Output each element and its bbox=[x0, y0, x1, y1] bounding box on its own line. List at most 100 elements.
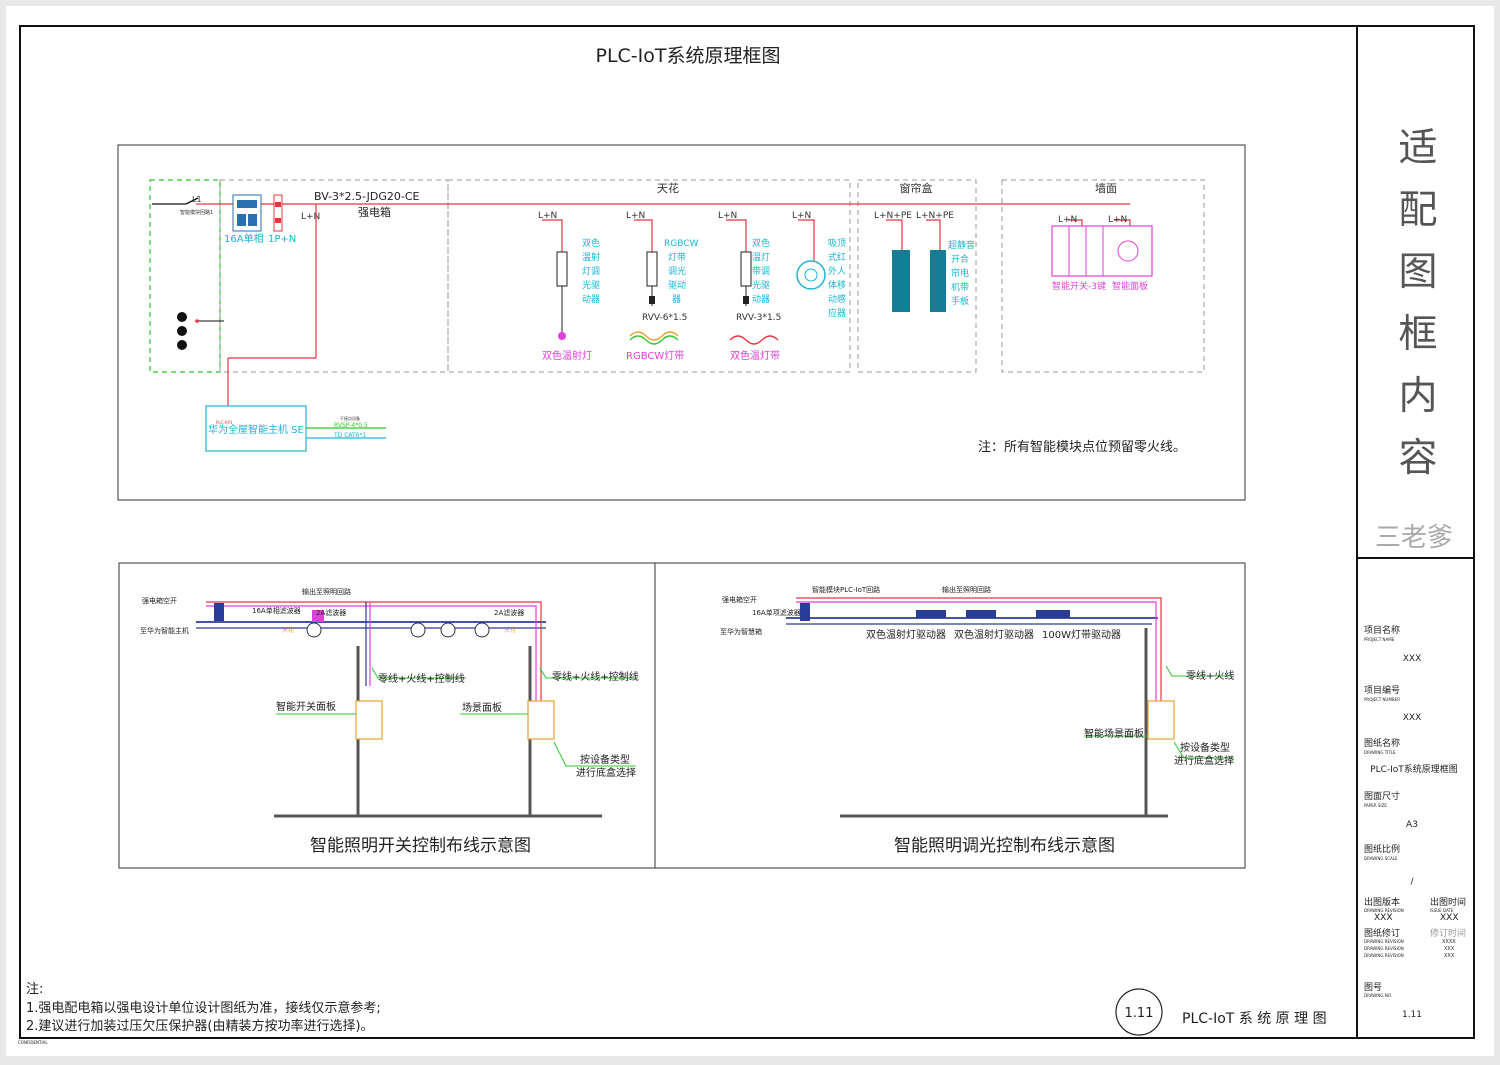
zone-ceiling bbox=[447, 179, 851, 373]
breaker-zone bbox=[149, 179, 221, 373]
diagram-label: 双色温射灯驱动器 bbox=[866, 628, 946, 641]
diagram-label: 天花 bbox=[657, 182, 679, 195]
diagram-label: RVSP-4*0.5 bbox=[334, 422, 368, 429]
diagram-label: 式红 bbox=[828, 251, 846, 263]
diagram-label: 零线+火线+控制线 bbox=[552, 670, 639, 683]
diagram-label: 场景面板 bbox=[462, 701, 502, 714]
diagram-label: DRAWING REVISION bbox=[1364, 908, 1404, 913]
diagram-label: 应器 bbox=[828, 307, 846, 319]
title-block-big-text: 适 配 图 框 内 容 bbox=[1398, 126, 1437, 481]
diagram-label: 配 bbox=[1398, 188, 1437, 233]
top-note: 注：所有智能模块点位预留零火线。 bbox=[978, 440, 1186, 455]
wiring-panels-box bbox=[118, 562, 1246, 869]
diagram-label: 外人 bbox=[828, 265, 846, 277]
diagram-label: XXX bbox=[1403, 654, 1422, 664]
zone-curtain bbox=[857, 179, 977, 373]
diagram-label: RGBCW bbox=[664, 239, 699, 249]
diagram-label: 温灯 bbox=[752, 252, 770, 263]
footer-title: PLC-IoT 系 统 原 理 图 bbox=[1182, 1011, 1327, 1027]
diagram-label: PROJECT NAME bbox=[1364, 637, 1395, 642]
drawing-number-badge bbox=[1115, 988, 1163, 1036]
diagram-label: 1P+N bbox=[268, 234, 296, 245]
diagram-label: PLC-IoT系统原理框图 bbox=[1370, 763, 1458, 775]
diagram-label: 适 bbox=[1398, 126, 1437, 171]
diagram-label: XXX bbox=[1444, 953, 1455, 959]
diagram-label: 智能模块PLC-IoT回路 bbox=[812, 585, 880, 594]
diagram-label: 2A滤波器 bbox=[316, 608, 346, 617]
diagram-label: 光驱 bbox=[582, 279, 600, 291]
zone-wall bbox=[1001, 179, 1205, 373]
diagram-label: 双色 bbox=[752, 237, 770, 249]
diagram-label: L+N bbox=[626, 211, 645, 221]
diagram-label: 动器 bbox=[752, 294, 770, 305]
diagram-label: XXX bbox=[1403, 713, 1422, 723]
diagram-label: A3 bbox=[1406, 820, 1418, 830]
diagram-label: DRAWING NO. bbox=[1364, 993, 1392, 998]
diagram-label: 16A单相 bbox=[224, 232, 264, 245]
diagram-label: 内 bbox=[1398, 374, 1437, 419]
diagram-label: DRAWING SCALE bbox=[1364, 856, 1398, 861]
diagram-label: / bbox=[1410, 877, 1414, 887]
diagram-label: 框 bbox=[1398, 312, 1437, 357]
diagram-label: L1 bbox=[192, 195, 202, 204]
diagram-label: 图 bbox=[1398, 250, 1437, 295]
diagram-label: BV-3*2.5-JDG20-CE bbox=[314, 190, 420, 203]
diagram-label: ISSUE DATE bbox=[1430, 908, 1454, 913]
diagram-label: CONFIDENTIAL bbox=[18, 1040, 48, 1045]
diagram-label: 1.11 bbox=[1125, 1006, 1154, 1021]
diagram-label: RGBCW灯带 bbox=[626, 350, 684, 362]
note-1: 1.强电配电箱以强电设计单位设计图纸为准，接线仅示意参考; bbox=[26, 1000, 381, 1016]
drawing-canvas: PLC-IoT系统原理框图 天花 窗帘盒 墙面 L1 智能模块回路1 16A单相… bbox=[18, 25, 1475, 1045]
diagram-label: L+N bbox=[718, 211, 737, 221]
diagram-label: 强电箱空开 bbox=[142, 596, 177, 605]
diagram-label: 器 bbox=[672, 294, 681, 305]
diagram-label: RVV-3*1.5 bbox=[736, 313, 781, 323]
diagram-label: DRAWING REVISION bbox=[1364, 946, 1404, 951]
diagram-label: L+N+PE bbox=[874, 211, 912, 221]
diagram-label: 零线+火线 bbox=[1186, 669, 1234, 682]
diagram-label: 双色温射灯驱动器 bbox=[954, 628, 1034, 641]
diagram-label: PROJECT NUMBER bbox=[1364, 697, 1400, 702]
diagram-label: 出图时间 bbox=[1430, 896, 1466, 908]
diagram-label: 智能模块回路1 bbox=[180, 209, 213, 216]
diagram-label: 驱动 bbox=[668, 280, 686, 291]
diagram-label: 容 bbox=[1398, 436, 1437, 481]
diagram-label: 强电箱 bbox=[358, 205, 391, 219]
diagram-label: 体移 bbox=[828, 279, 846, 291]
diagram-label: 华为全屋智能主机 SE bbox=[208, 423, 304, 436]
diagram-label: L+N bbox=[538, 211, 557, 221]
diagram-label: 至华为智能主机 bbox=[140, 626, 189, 635]
diagram-label: 项目名称 bbox=[1364, 624, 1400, 636]
diagram-label: 天花 bbox=[504, 626, 516, 634]
diagram-label: DRAWING REVISION bbox=[1364, 939, 1404, 944]
diagram-label: 带调 bbox=[752, 266, 770, 277]
diagram-label: 开合 bbox=[951, 253, 969, 265]
diagram-label: XXXX bbox=[1442, 939, 1456, 945]
diagram-label: XXX bbox=[1440, 913, 1459, 923]
diagram-label: 图号 bbox=[1364, 982, 1382, 993]
diagram-label: 超静音 bbox=[948, 239, 975, 251]
diagram-label: TD CAT6*1 bbox=[333, 432, 367, 439]
diagram-label: 机带 bbox=[951, 281, 969, 293]
diagram-label: 手板 bbox=[951, 295, 969, 307]
right-caption: 智能照明调光控制布线示意图 bbox=[894, 836, 1115, 856]
diagram-label: 16A单项滤波器 bbox=[752, 608, 801, 617]
diagram-label: 灯调 bbox=[582, 266, 600, 277]
diagram-label: L+N bbox=[1058, 215, 1077, 225]
page-title: PLC-IoT系统原理框图 bbox=[596, 45, 781, 67]
diagram-label: RVV-6*1.5 bbox=[642, 313, 687, 323]
diagram-label: PAPER SIZE bbox=[1364, 803, 1387, 808]
diagram-label: 按设备类型 bbox=[580, 753, 630, 766]
diagram-label: 出图版本 bbox=[1364, 896, 1400, 908]
diagram-label: 16A单相滤波器 bbox=[252, 606, 301, 615]
diagram-label: 1.11 bbox=[1402, 1010, 1422, 1020]
diagram-label: 温射 bbox=[582, 251, 600, 263]
diagram-label: 图纸名称 bbox=[1364, 737, 1400, 749]
diagram-label: 干接点设备 bbox=[340, 415, 360, 421]
diagram-label: 灯带 bbox=[668, 252, 686, 263]
drawing-sheet: PLC-IoT系统原理框图 天花 窗帘盒 墙面 L1 智能模块回路1 16A单相… bbox=[6, 6, 1494, 1056]
diagram-label: 2A滤波器 bbox=[494, 608, 524, 617]
diagram-label: 输出至照明回路 bbox=[942, 585, 991, 594]
diagram-label: L+N bbox=[301, 212, 320, 222]
diagram-label: 图纸比例 bbox=[1364, 843, 1400, 855]
